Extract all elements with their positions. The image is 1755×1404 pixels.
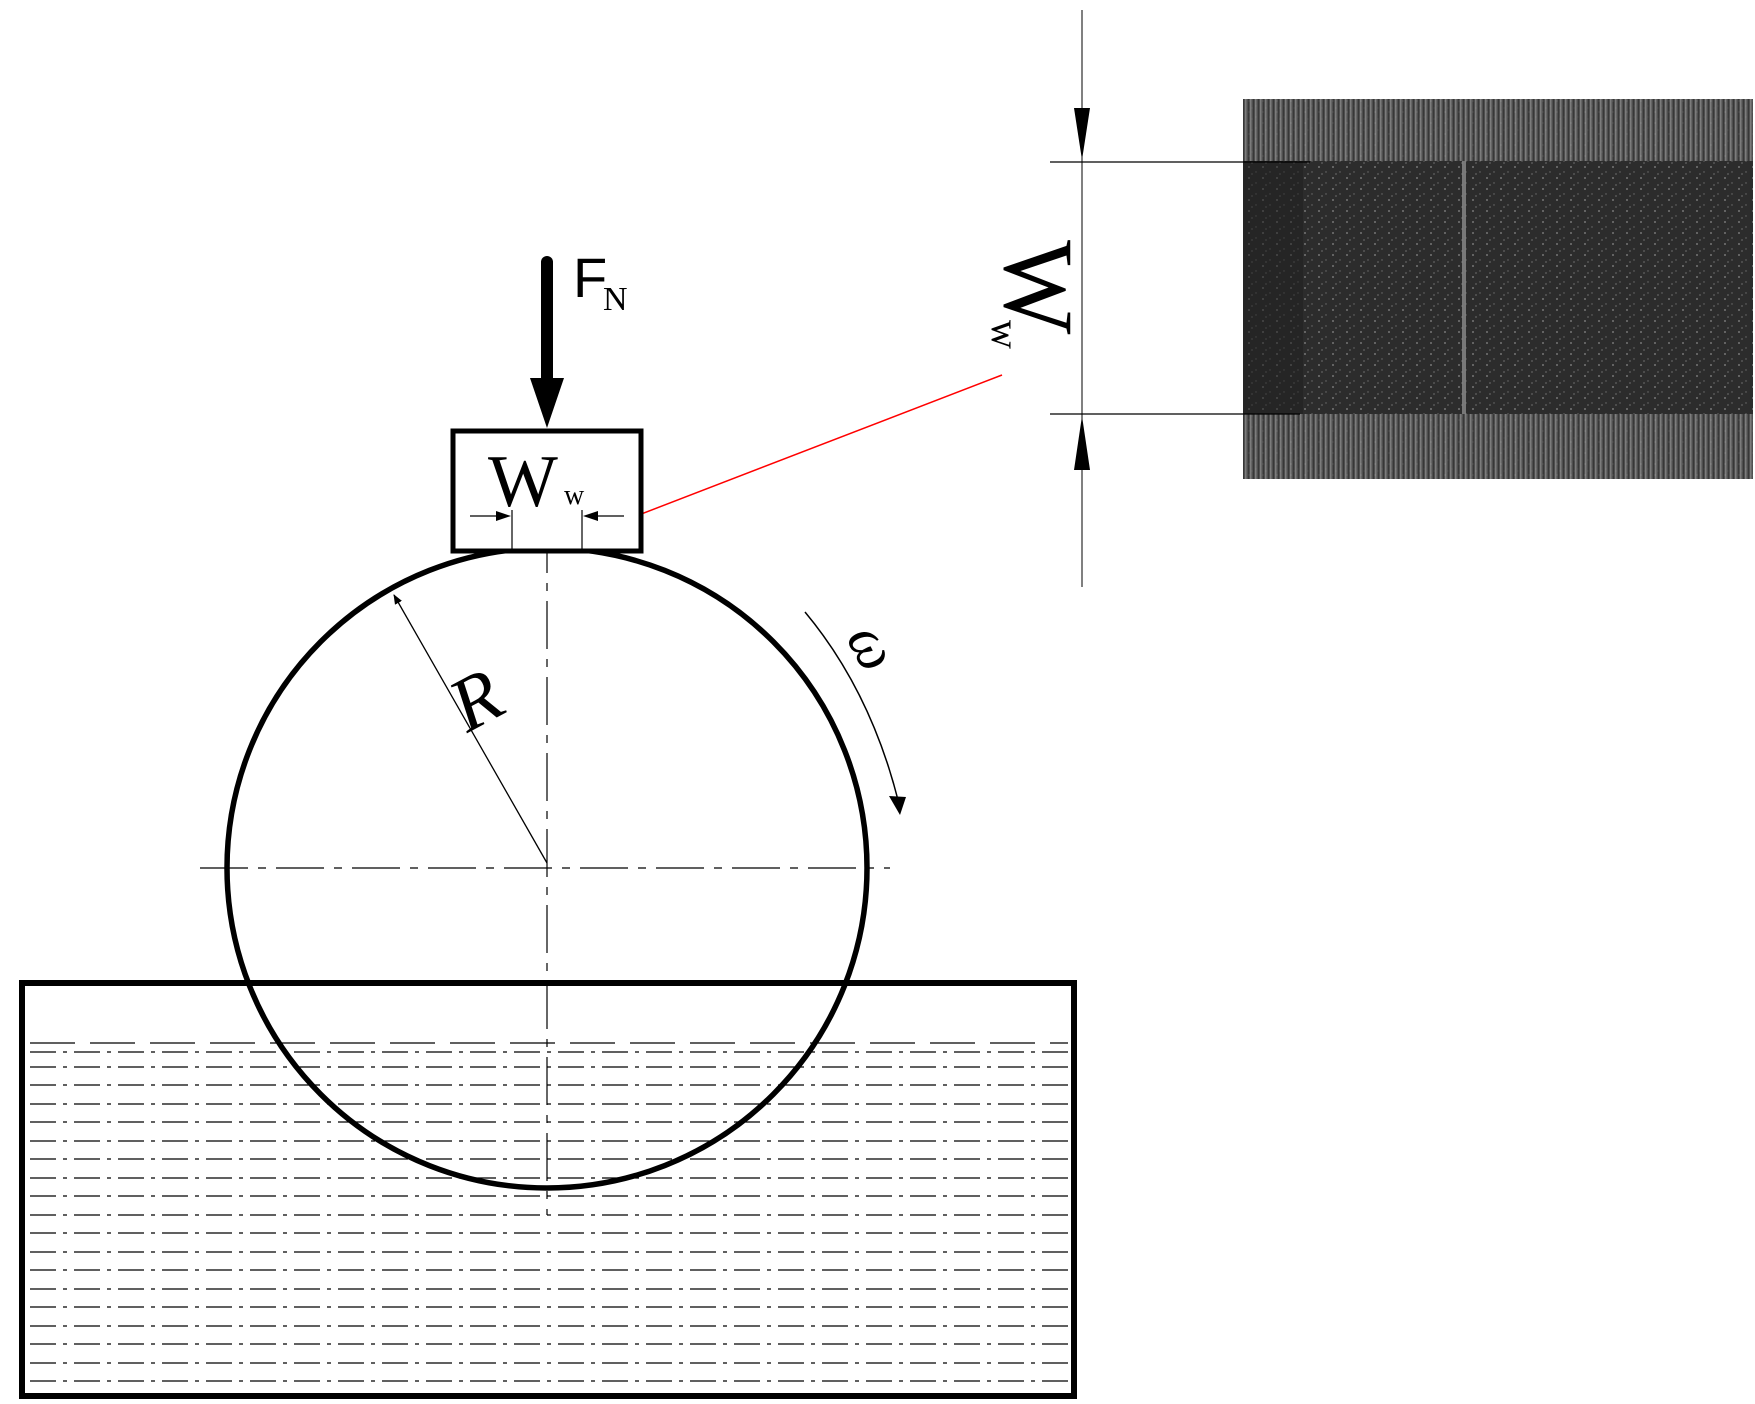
bath-outline [19, 980, 1077, 1399]
wear-scar-photo [1243, 99, 1753, 479]
radius-dimension: R [393, 594, 548, 864]
normal-force-arrow [530, 256, 564, 428]
block-width-main: W [488, 441, 558, 523]
center-lines [200, 525, 890, 1215]
photo-width-sub: w [983, 320, 1028, 349]
block-width-label: W w [488, 441, 585, 523]
force-main: F [573, 246, 607, 309]
photo-width-dimension [1050, 10, 1310, 587]
normal-force-label: F N [573, 246, 628, 318]
block-width-sub: w [564, 480, 585, 511]
photo-width-main: W [983, 240, 1094, 335]
lubricant-bath [19, 980, 1077, 1399]
block-width-dimension [470, 510, 624, 549]
photo-width-label: W w [983, 240, 1094, 349]
test-block [450, 428, 644, 554]
bath-fluid-lines [30, 1042, 1068, 1382]
force-sub: N [603, 281, 628, 318]
radius-label: R [435, 652, 516, 748]
